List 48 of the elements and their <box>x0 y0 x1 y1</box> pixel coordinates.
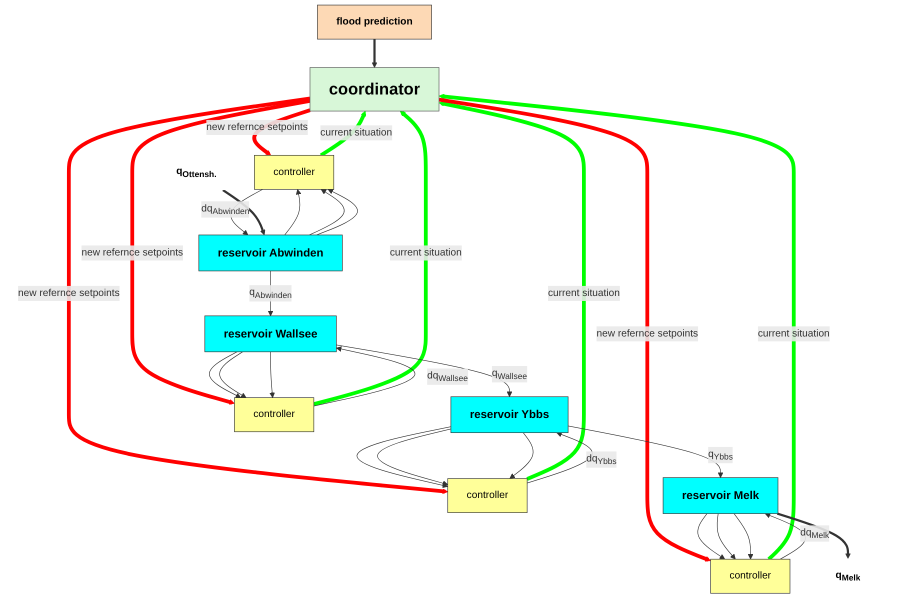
arrow <box>733 513 754 560</box>
arrow <box>336 344 512 397</box>
node-text: q$_{Melk}$ <box>835 570 860 583</box>
node-box: reservoir Wallsee <box>204 316 336 352</box>
arrow <box>526 432 592 484</box>
node-box: reservoir Abwinden <box>198 234 342 272</box>
arrow <box>438 101 586 481</box>
arrow <box>269 352 275 398</box>
arrow <box>697 513 725 560</box>
node-box: coordinator <box>309 67 440 112</box>
arrow <box>372 39 378 68</box>
node-box: controller <box>447 478 528 513</box>
edge-label: current situation <box>390 247 462 258</box>
arrow <box>716 513 736 560</box>
arrow <box>438 98 711 562</box>
node-box: controller <box>234 397 314 432</box>
arrow <box>284 189 302 236</box>
edge-label: dq$_{Ybbs}$ <box>586 453 616 466</box>
arrow <box>308 189 344 236</box>
edge-label: new refernce setpoints <box>206 122 308 132</box>
edge-label: current situation <box>320 127 392 138</box>
node-box: controller <box>254 154 334 190</box>
arrow <box>219 352 246 398</box>
arrow <box>568 426 724 478</box>
arrow <box>66 96 448 494</box>
edge-label: current situation <box>758 328 830 339</box>
node-box: flood prediction <box>316 4 432 40</box>
edge-label: new refernce setpoints <box>18 288 120 298</box>
node-box: controller <box>710 558 790 594</box>
arrow <box>509 432 534 479</box>
arrow <box>438 94 796 561</box>
arrow <box>356 426 451 488</box>
edge-label: current situation <box>548 288 620 298</box>
node-text: q$_{Ottensh.}$ <box>176 166 216 179</box>
arrow <box>377 428 451 486</box>
edge-label: dq$_{Abwinden}$ <box>201 203 250 216</box>
edge-label: new refernce setpoints <box>596 328 698 339</box>
edge-label: dq$_{Melk}$ <box>800 527 829 540</box>
node-box: reservoir Melk <box>662 477 778 514</box>
edge-label: q$_{Wallsee}$ <box>492 368 527 381</box>
arrow <box>208 352 241 398</box>
node-box: reservoir Ybbs <box>450 396 568 434</box>
edge-label: q$_{Abwinden}$ <box>249 287 292 300</box>
edge-label: dq$_{Wallsee}$ <box>426 370 468 384</box>
edge-label: q$_{Ybbs}$ <box>708 448 733 462</box>
arrow <box>313 346 415 406</box>
arrow <box>316 189 358 236</box>
edge-label: new refernce setpoints <box>81 247 183 258</box>
